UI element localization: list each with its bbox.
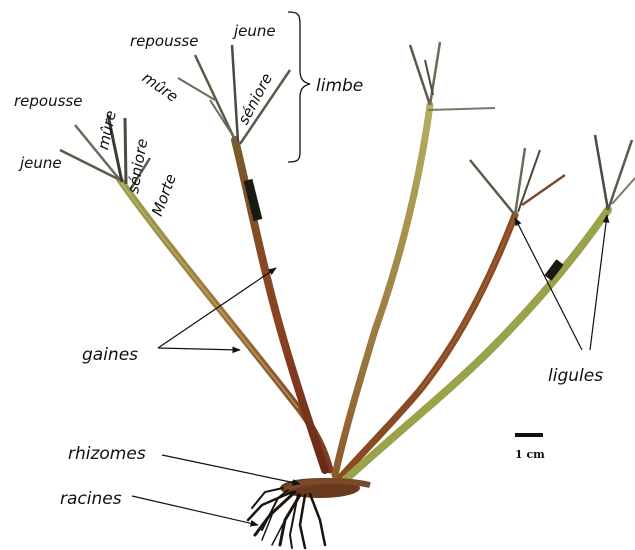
- scale-bar: [515, 433, 543, 437]
- label-limbe: limbe: [316, 78, 363, 95]
- gaines-arrow-1: [158, 268, 276, 348]
- rhizomes-arrow: [162, 455, 300, 484]
- stem-right-center: [340, 148, 565, 478]
- label-gaines: gaines: [82, 347, 138, 364]
- label-rhizomes: rhizomes: [68, 446, 146, 463]
- limbe-bracket: [288, 12, 310, 162]
- gaines-arrow-2: [158, 348, 240, 350]
- label-ligules: ligules: [548, 368, 603, 385]
- stem-left: [60, 115, 330, 470]
- label-repousse-top: repousse: [130, 34, 198, 49]
- ligules-arrow-1: [515, 218, 582, 350]
- stem-center: [335, 42, 495, 475]
- label-racines: racines: [60, 491, 122, 508]
- scale-bar-label: 1 cm: [515, 448, 545, 461]
- label-jeune-top: jeune: [234, 24, 276, 39]
- racines-arrow: [132, 496, 258, 525]
- label-repousse-left: repousse: [14, 94, 82, 109]
- label-jeune-left: jeune: [20, 156, 62, 171]
